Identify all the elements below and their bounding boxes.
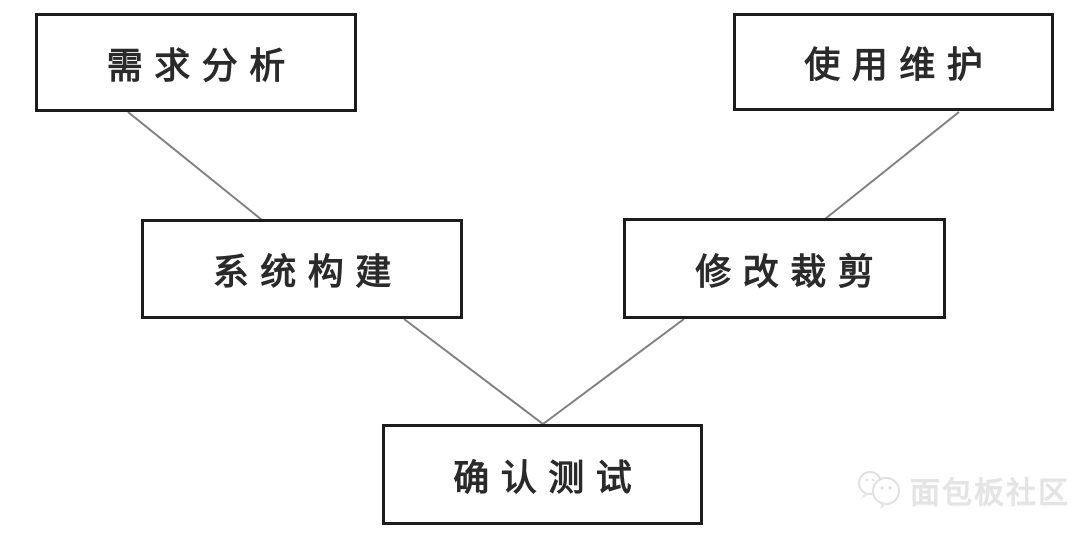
node-usage-maintenance: 使用维护: [733, 13, 1054, 111]
watermark: 面包板社区: [856, 468, 1070, 512]
connector-requirements-to-system: [127, 111, 263, 221]
node-label-modification-tailoring: 修改裁剪: [695, 250, 886, 293]
node-system-construction: 系统构建: [141, 219, 463, 319]
chat-bubbles-icon: [858, 471, 900, 509]
node-modification-tailoring: 修改裁剪: [623, 218, 946, 319]
node-label-requirements-analysis: 需求分析: [106, 44, 297, 87]
watermark-text: 面包板社区: [910, 476, 1070, 511]
node-label-system-construction: 系统构建: [212, 251, 403, 293]
connector-system-to-confirmation: [403, 318, 544, 425]
node-confirmation-testing: 确认测试: [382, 424, 703, 525]
node-label-confirmation-testing: 确认测试: [453, 456, 644, 499]
node-requirements-analysis: 需求分析: [35, 13, 357, 112]
node-label-usage-maintenance: 使用维护: [804, 44, 995, 86]
connector-modification-to-confirmation: [542, 318, 685, 425]
connector-maintenance-to-modification: [824, 111, 960, 220]
